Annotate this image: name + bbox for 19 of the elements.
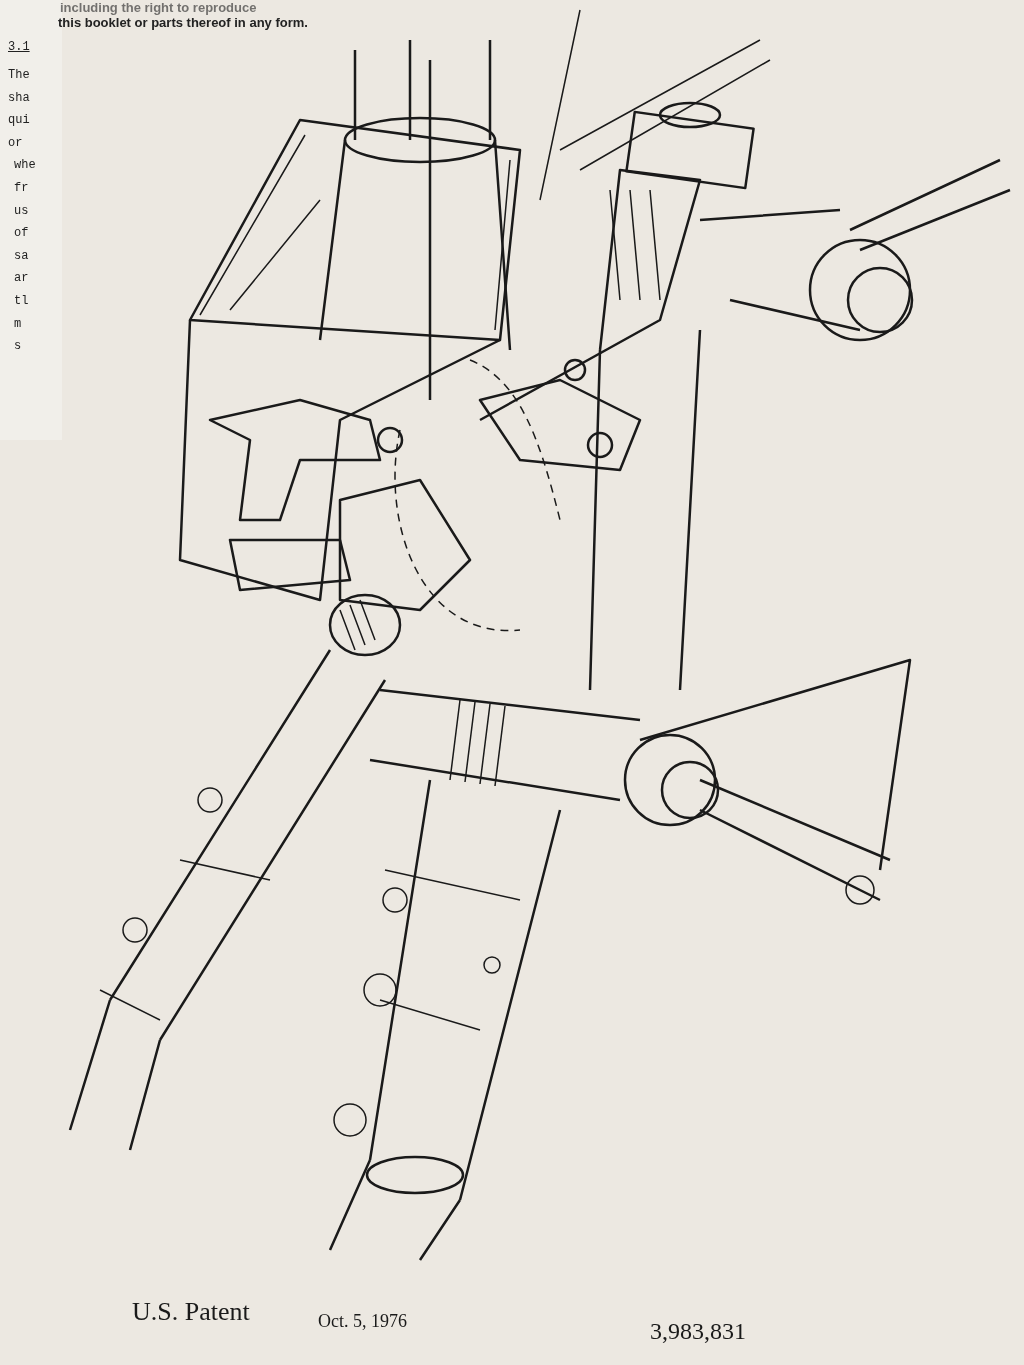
text-fragment: ar: [14, 271, 29, 287]
text-fragment: s: [14, 339, 22, 355]
text-fragment: m: [14, 316, 22, 332]
patent-label: U.S. Patent: [132, 1296, 250, 1328]
text-fragment: The: [8, 68, 30, 83]
text-fragment: of: [14, 226, 29, 242]
section-number: 3.1: [8, 40, 30, 55]
text-fragment: or: [8, 135, 23, 151]
notice-text: this booklet or parts thereof in any form.: [58, 15, 308, 32]
text-fragment: sa: [14, 248, 29, 264]
text-fragment: whe: [14, 158, 36, 174]
text-fragment: fr: [14, 181, 29, 196]
text-fragment: qui: [8, 113, 30, 129]
text-fragment: tl: [14, 294, 29, 309]
notice-text: including the right to reproduce: [60, 0, 257, 17]
text-fragment: us: [14, 203, 29, 219]
patent-date: Oct. 5, 1976: [318, 1310, 407, 1333]
text-fragment: sha: [8, 90, 30, 106]
patent-number: 3,983,831: [650, 1317, 746, 1346]
